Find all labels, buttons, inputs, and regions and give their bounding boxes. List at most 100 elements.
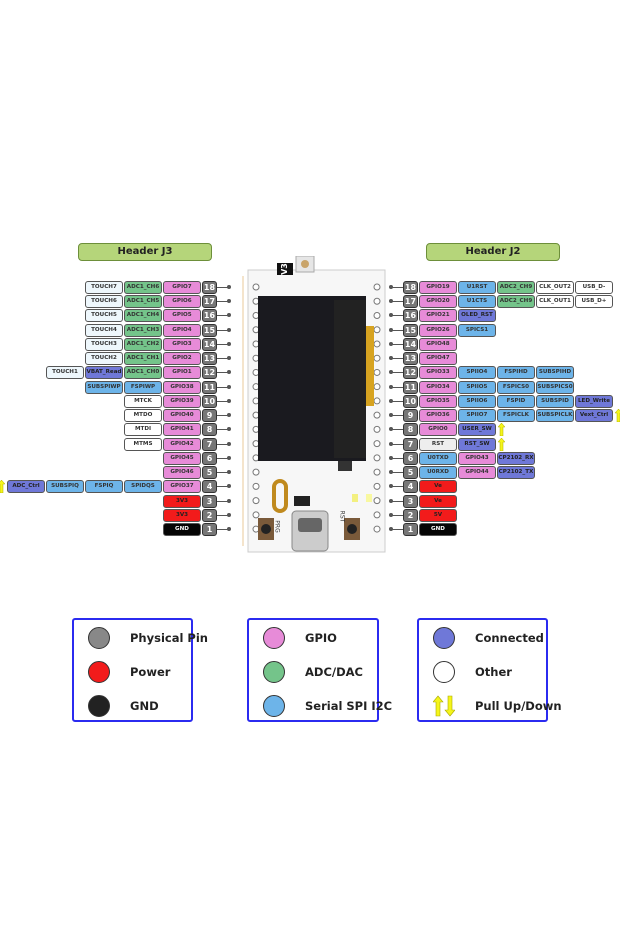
pin-function-other: MTCK: [124, 394, 162, 408]
physical-pin-number: 8: [202, 423, 217, 437]
pin-function-gpio: GPIO21: [419, 309, 457, 323]
legend-swatch: [263, 695, 285, 717]
legend-swatch: [88, 627, 110, 649]
pin-function-touch: TOUCH1: [46, 366, 84, 380]
legend-swatch: [263, 627, 285, 649]
pin-lead: [217, 415, 229, 417]
pin-dot: [389, 370, 393, 375]
legend-swatch: [263, 661, 285, 683]
pin-function-gpio: GPIO37: [163, 480, 201, 494]
pin-function-power: Ve: [419, 480, 457, 494]
pin-function-spi: SUBSPICLK: [536, 409, 574, 423]
legend-item: Connected: [433, 626, 544, 650]
pin-lead: [217, 329, 229, 331]
legend-swatch: [433, 627, 455, 649]
pin-function-adc: ADC1_CH3: [124, 323, 162, 337]
pin-dot: [389, 327, 393, 332]
pin-dot: [227, 398, 231, 403]
pin-lead: [217, 343, 229, 345]
pin-function-power: 3V3: [163, 494, 201, 508]
header-j2-label: Header J2: [426, 243, 560, 261]
pin-function-adc: ADC2_CH9: [497, 281, 535, 294]
pin-dot: [389, 498, 393, 503]
pin-dot: [227, 413, 231, 418]
pin-function-adc: ADC1_CH4: [124, 309, 162, 323]
pin-function-gpio: GPIO40: [163, 409, 201, 423]
pin-function-gpio: GPIO36: [419, 409, 457, 423]
physical-pin-number: 17: [202, 295, 217, 309]
pull-up-arrow-icon: [0, 480, 5, 494]
physical-pin-number: 16: [403, 309, 418, 323]
pin-lead: [217, 315, 229, 317]
pin-lead: [217, 301, 229, 303]
pin-dot: [227, 384, 231, 389]
pin-function-other: USB_D-: [575, 281, 613, 294]
pin-dot: [227, 341, 231, 346]
pin-function-gpio: GPIO26: [419, 323, 457, 337]
pin-dot: [389, 299, 393, 304]
legend-item: GPIO: [263, 626, 337, 650]
board-image: [242, 256, 386, 553]
rst-button-label: RST: [338, 510, 346, 523]
physical-pin-number: 17: [403, 295, 418, 309]
physical-pin-number: 9: [403, 409, 418, 423]
physical-pin-number: 14: [403, 337, 418, 351]
pin-function-other: MTMS: [124, 437, 162, 451]
pin-lead: [391, 415, 403, 417]
pin-function-power: 3V3: [163, 508, 201, 522]
physical-pin-number: 2: [403, 508, 418, 522]
pin-lead: [217, 472, 229, 474]
pin-lead: [217, 287, 229, 288]
pin-dot: [227, 512, 231, 517]
pin-function-other: CLK_OUT2: [536, 281, 574, 294]
physical-pin-number: 4: [403, 480, 418, 494]
physical-pin-number: 3: [403, 494, 418, 508]
pin-dot: [389, 341, 393, 346]
pin-function-spi: FSPICLK: [497, 409, 535, 423]
physical-pin-number: 10: [403, 394, 418, 408]
physical-pin-number: 5: [403, 466, 418, 480]
legend-item: Power: [88, 660, 170, 684]
physical-pin-number: 18: [202, 281, 217, 294]
pin-function-gpio: GPIO7: [163, 281, 201, 294]
physical-pin-number: 16: [202, 309, 217, 323]
pin-dot: [227, 484, 231, 489]
pin-function-other: MTDO: [124, 409, 162, 423]
pin-function-power: Ve: [419, 494, 457, 508]
pin-function-spi: SUBSPICS0: [536, 380, 574, 394]
pin-function-spi: SPIIO7: [458, 409, 496, 423]
header-j3-label: Header J3: [78, 243, 212, 261]
pin-dot: [389, 398, 393, 403]
pin-dot: [389, 356, 393, 361]
pin-function-other: USB_D+: [575, 295, 613, 309]
pin-function-spi: U0RXD: [419, 466, 457, 480]
pin-function-spi: SPIIO5: [458, 380, 496, 394]
pin-function-gpio: GPIO3: [163, 337, 201, 351]
pin-function-gpio: GPIO35: [419, 394, 457, 408]
physical-pin-number: 3: [202, 494, 217, 508]
pin-function-conn: CP2102_TX: [497, 466, 535, 480]
legend-item: Physical Pin: [88, 626, 208, 650]
physical-pin-number: 12: [403, 366, 418, 380]
physical-pin-number: 15: [202, 323, 217, 337]
pin-dot: [389, 413, 393, 418]
physical-pin-number: 11: [202, 380, 217, 394]
board-version-label: V3: [277, 263, 293, 275]
legend-item: GND: [88, 694, 159, 718]
pin-function-gpio: GPIO20: [419, 295, 457, 309]
pin-dot: [227, 356, 231, 361]
pin-function-gpio: GPIO2: [163, 352, 201, 366]
pin-dot: [389, 512, 393, 517]
pull-up-down-arrows-icon: [432, 695, 456, 717]
pull-up-arrow-icon: [498, 423, 505, 437]
physical-pin-number: 18: [403, 281, 418, 294]
pin-function-conn: Vext_Ctrl: [575, 409, 613, 423]
pin-lead: [217, 358, 229, 360]
pin-function-gnd: GND: [163, 523, 201, 537]
pin-lead: [217, 429, 229, 431]
prg-button-label: PRG: [273, 520, 281, 533]
physical-pin-number: 13: [403, 352, 418, 366]
pin-function-adc: ADC1_CH0: [124, 366, 162, 380]
pin-function-conn: LED_Write: [575, 394, 613, 408]
pin-function-spi: U1RST: [458, 281, 496, 294]
